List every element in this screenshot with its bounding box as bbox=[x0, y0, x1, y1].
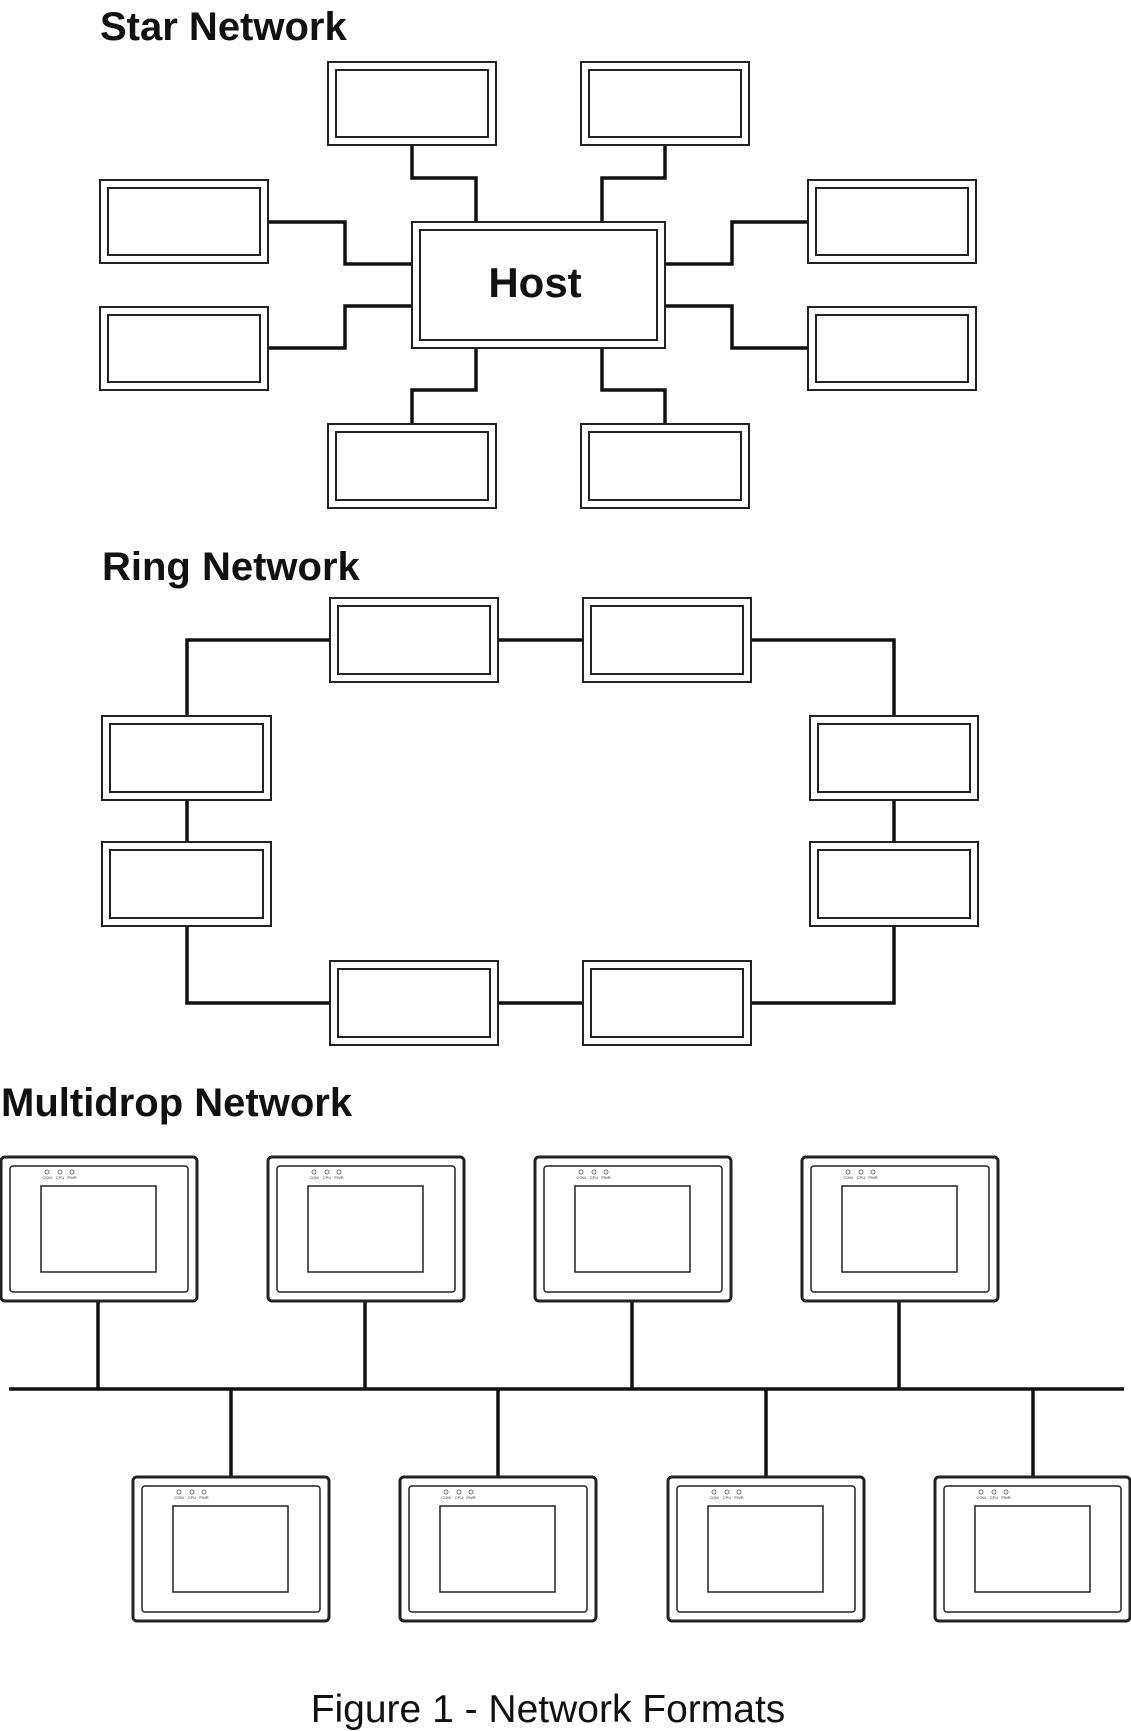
terminal: COM CPU PWR bbox=[666, 1475, 866, 1623]
multidrop-network: Multidrop Network COM CPU PWR bbox=[0, 1081, 1131, 1623]
star-connectors bbox=[268, 145, 808, 424]
star-host-node: Host bbox=[411, 221, 666, 349]
terminal: COM CPU PWR bbox=[533, 1155, 733, 1303]
led-label-com: COM bbox=[709, 1495, 718, 1500]
multidrop-connectors bbox=[9, 1301, 1124, 1477]
led-label-cpu: CPU bbox=[990, 1495, 999, 1500]
ring-node bbox=[101, 715, 272, 801]
ring-network-title: Ring Network bbox=[102, 545, 361, 589]
led-label-com: COM bbox=[843, 1175, 852, 1180]
led-label-com: COM bbox=[441, 1495, 450, 1500]
ring-node bbox=[582, 597, 752, 683]
star-node bbox=[580, 61, 750, 146]
led-label-com: COM bbox=[976, 1495, 985, 1500]
star-node bbox=[327, 423, 497, 509]
multidrop-network-title: Multidrop Network bbox=[1, 1081, 353, 1125]
led-label-com: COM bbox=[42, 1175, 51, 1180]
star-node bbox=[99, 179, 269, 264]
led-label-cpu: CPU bbox=[590, 1175, 599, 1180]
terminal: COM CPU PWR bbox=[398, 1475, 598, 1623]
figure-caption: Figure 1 - Network Formats bbox=[311, 1688, 786, 1731]
led-label-pwr: PWR bbox=[1001, 1495, 1010, 1500]
ring-node bbox=[329, 960, 499, 1046]
star-node bbox=[807, 179, 977, 264]
host-label: Host bbox=[488, 259, 581, 306]
ring-node bbox=[809, 841, 979, 927]
star-node bbox=[327, 61, 497, 146]
led-label-pwr: PWR bbox=[868, 1175, 877, 1180]
ring-node bbox=[101, 841, 272, 927]
terminal: COM CPU PWR bbox=[933, 1475, 1131, 1623]
led-label-com: COM bbox=[174, 1495, 183, 1500]
led-label-pwr: PWR bbox=[67, 1175, 76, 1180]
terminal: COM CPU PWR bbox=[800, 1155, 1000, 1303]
terminal: COM CPU PWR bbox=[266, 1155, 466, 1303]
led-label-pwr: PWR bbox=[334, 1175, 343, 1180]
ring-connectors bbox=[185, 638, 896, 1005]
led-label-cpu: CPU bbox=[188, 1495, 197, 1500]
led-label-com: COM bbox=[309, 1175, 318, 1180]
led-label-cpu: CPU bbox=[857, 1175, 866, 1180]
led-label-pwr: PWR bbox=[734, 1495, 743, 1500]
terminal: COM CPU PWR bbox=[131, 1475, 331, 1623]
ring-node bbox=[329, 597, 499, 683]
led-label-com: COM bbox=[576, 1175, 585, 1180]
led-label-pwr: PWR bbox=[466, 1495, 475, 1500]
led-label-cpu: CPU bbox=[455, 1495, 464, 1500]
star-node bbox=[580, 423, 750, 509]
star-node bbox=[807, 306, 977, 391]
led-label-cpu: CPU bbox=[323, 1175, 332, 1180]
ring-node bbox=[809, 715, 979, 801]
led-label-cpu: CPU bbox=[723, 1495, 732, 1500]
star-network: Star Network Host bbox=[99, 5, 977, 509]
led-label-cpu: CPU bbox=[56, 1175, 65, 1180]
led-label-pwr: PWR bbox=[199, 1495, 208, 1500]
ring-node bbox=[582, 960, 752, 1046]
terminal: COM CPU PWR bbox=[0, 1155, 199, 1303]
star-network-title: Star Network bbox=[100, 5, 347, 49]
ring-network: Ring Network bbox=[101, 545, 979, 1046]
led-label-pwr: PWR bbox=[601, 1175, 610, 1180]
star-node bbox=[99, 306, 269, 391]
